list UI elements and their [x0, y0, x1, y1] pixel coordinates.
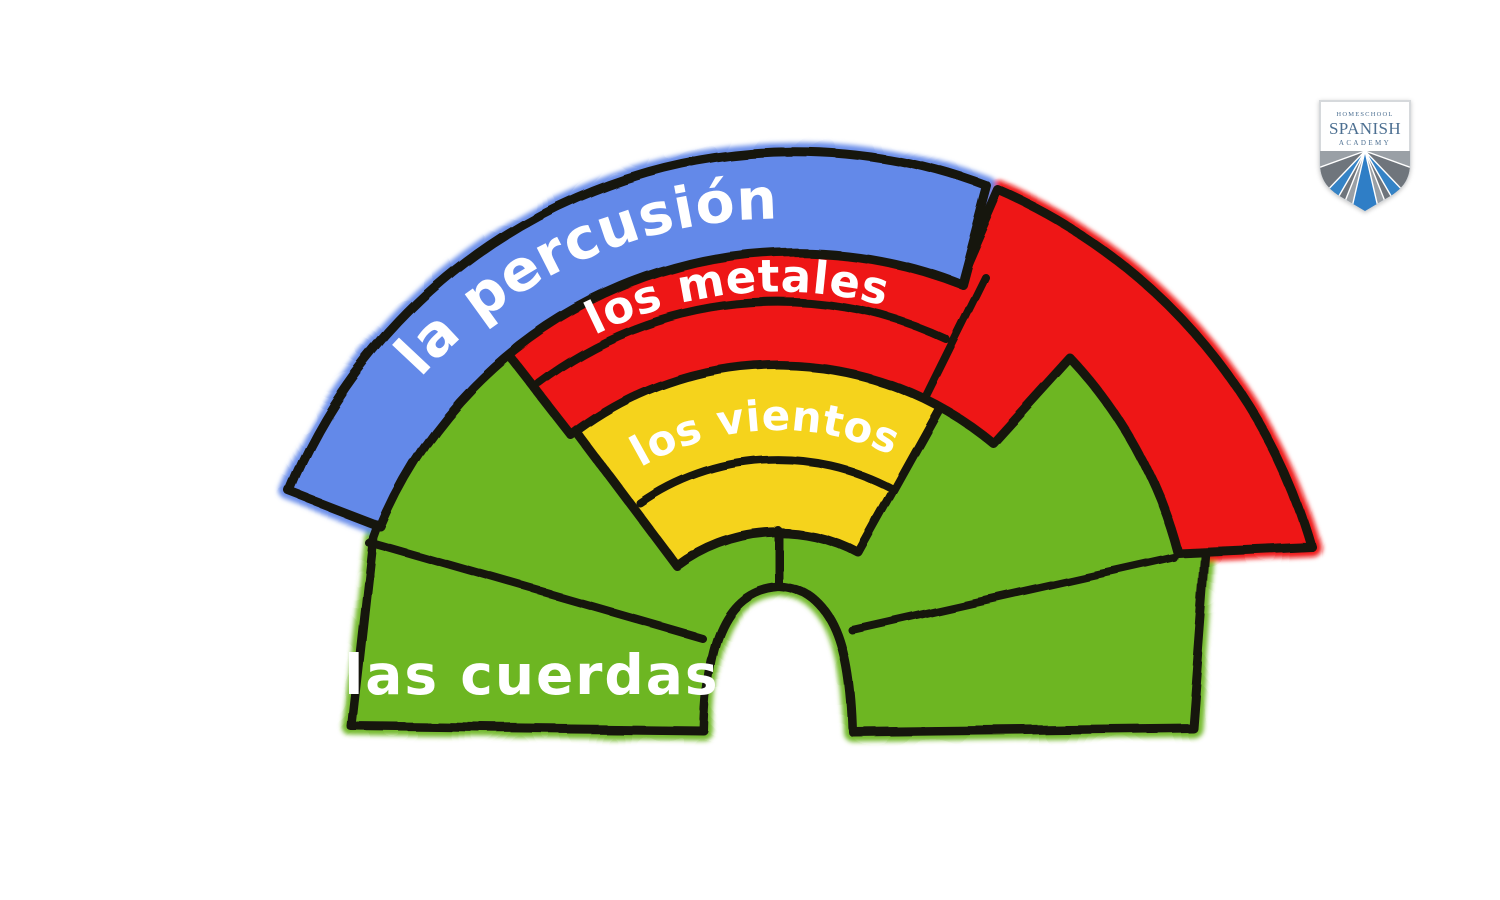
shield-center-road: [1349, 150, 1381, 211]
strings-label: las cuerdas: [344, 643, 719, 707]
fan-sections: [280, 142, 1322, 741]
logo-academy-text: ACADEMY: [1339, 139, 1391, 147]
logo-homeschool-text: HOMESCHOOL: [1336, 111, 1393, 118]
shield-rays: [1320, 150, 1410, 211]
strings-right-divider: [848, 554, 1178, 634]
homeschool-spanish-academy-logo: HOMESCHOOL SPANISH ACADEMY: [1319, 100, 1411, 213]
logo-spanish-text: SPANISH: [1329, 119, 1401, 138]
brass-radial-divider: [922, 273, 989, 400]
strings-left-divider: [364, 538, 706, 642]
percussion-section: [285, 147, 993, 532]
brass-row-divider: [534, 297, 950, 386]
winds-row-divider: [636, 455, 895, 507]
